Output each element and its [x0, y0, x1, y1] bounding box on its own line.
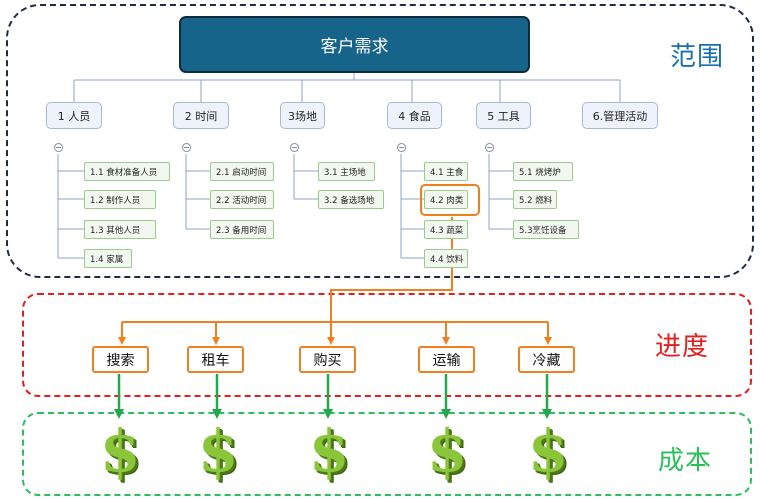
task-purchase[interactable]: 购买: [299, 346, 356, 373]
category-node-venue[interactable]: 3场地: [280, 102, 325, 129]
category-label: 6.管理活动: [592, 109, 648, 123]
leaf-node[interactable]: 3.1 主场地: [318, 162, 375, 181]
leaf-node[interactable]: 5.2 燃料: [513, 190, 557, 209]
orange-flow-lines: [118, 217, 552, 345]
category-label: 5 工具: [487, 109, 520, 123]
leaf-node[interactable]: 2.1 启动时间: [210, 162, 274, 181]
leaf-label: 3.1 主场地: [324, 167, 366, 178]
leaf-label: 5.2 燃料: [519, 195, 553, 206]
task-transport[interactable]: 运输: [418, 346, 475, 373]
collapse-toggle-icon[interactable]: −: [290, 143, 299, 152]
leaf-node[interactable]: 1.3 其他人员: [84, 220, 156, 239]
leaf-label: 2.1 启动时间: [216, 167, 267, 178]
collapse-toggle-icon[interactable]: −: [54, 143, 63, 152]
leaf-label: 4.4 饮料: [430, 254, 464, 265]
leaf-node[interactable]: 1.4 家属: [84, 249, 132, 268]
category-node-food[interactable]: 4 食品: [387, 102, 442, 129]
green-arrows: [114, 374, 552, 419]
scope-region: [6, 4, 754, 278]
leaf-node[interactable]: 1.1 食材准备人员: [84, 162, 170, 181]
schedule-label: 进度: [655, 332, 710, 362]
leaf-node[interactable]: 1.2 制作人员: [84, 190, 156, 209]
category-node-people[interactable]: 1 人员: [46, 102, 102, 129]
leaf-node[interactable]: 5.3烹饪设备: [513, 220, 579, 239]
category-label: 4 食品: [398, 109, 431, 123]
leaf-node[interactable]: 2.2 活动时间: [210, 190, 274, 209]
dollar-sign-icon: $: [427, 417, 468, 485]
tree-lines: [57, 73, 621, 259]
cost-region: [22, 412, 752, 496]
collapse-toggle-icon[interactable]: −: [182, 143, 191, 152]
collapse-toggle-icon[interactable]: −: [485, 143, 494, 152]
task-label: 购买: [313, 352, 342, 369]
leaf-label: 1.4 家属: [90, 254, 124, 265]
category-label: 3场地: [288, 109, 317, 123]
leaf-label: 1.3 其他人员: [90, 225, 141, 236]
leaf-label: 1.1 食材准备人员: [90, 167, 158, 178]
leaf-label: 4.1 主食: [430, 167, 464, 178]
leaf-label: 5.1 烧烤炉: [519, 167, 561, 178]
leaf-label: 2.3 备用时间: [216, 225, 267, 236]
leaf-label: 3.2 备选场地: [324, 195, 375, 206]
category-label: 2 时间: [184, 109, 218, 123]
task-refrigerate[interactable]: 冷藏: [518, 346, 575, 373]
dollar-sign-icon: $: [309, 417, 350, 485]
task-label: 冷藏: [532, 352, 561, 369]
leaf-node[interactable]: 5.1 烧烤炉: [513, 162, 573, 181]
scope-label: 范围: [670, 42, 725, 72]
root-node[interactable]: 客户需求: [179, 16, 530, 73]
task-label: 搜索: [106, 352, 135, 369]
collapse-toggle-icon[interactable]: −: [397, 143, 406, 152]
leaf-node[interactable]: 3.2 备选场地: [318, 190, 384, 209]
leaf-node[interactable]: 2.3 备用时间: [210, 220, 274, 239]
task-label: 运输: [432, 352, 461, 369]
task-rent-car[interactable]: 租车: [187, 346, 244, 373]
schedule-region: [22, 293, 752, 397]
leaf-label: 4.3 蔬菜: [430, 225, 464, 236]
category-node-tools[interactable]: 5 工具: [476, 102, 531, 129]
leaf-label: 2.2 活动时间: [216, 195, 267, 206]
category-node-management[interactable]: 6.管理活动: [582, 102, 658, 129]
dollar-sign-icon: $: [198, 417, 239, 485]
highlight-box: [420, 184, 480, 216]
leaf-label: 5.3烹饪设备: [519, 225, 567, 236]
category-label: 1 人员: [57, 109, 91, 123]
dollar-sign-icon: $: [528, 417, 569, 485]
dollar-sign-icon: $: [100, 417, 141, 485]
leaf-node[interactable]: 4.1 主食: [424, 162, 468, 181]
leaf-label: 1.2 制作人员: [90, 195, 141, 206]
root-label: 客户需求: [320, 37, 389, 57]
task-search[interactable]: 搜索: [92, 346, 149, 373]
leaf-node[interactable]: 4.2 肉类: [424, 190, 468, 209]
leaf-node[interactable]: 4.4 饮料: [424, 249, 468, 268]
cost-label: 成本: [658, 446, 713, 476]
task-label: 租车: [201, 352, 230, 369]
leaf-node[interactable]: 4.3 蔬菜: [424, 220, 468, 239]
category-node-time[interactable]: 2 时间: [173, 102, 229, 129]
leaf-label: 4.2 肉类: [430, 195, 464, 206]
